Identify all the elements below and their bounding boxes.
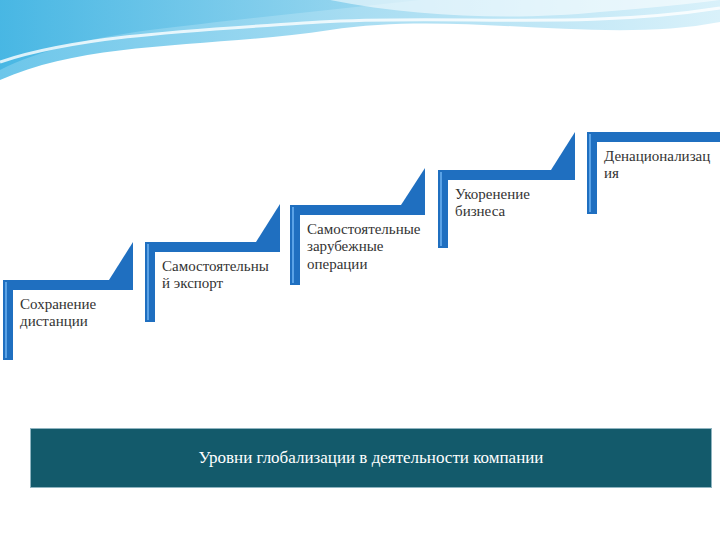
stair-step: Укоренение бизнеса — [438, 170, 575, 248]
stair-step: Самостоятельные зарубежные операции — [290, 205, 425, 285]
step-label: Самостоятельные зарубежные операции — [290, 205, 425, 277]
stair-step: Самостоятельный экспорт — [145, 242, 280, 322]
stair-step: Денационализация — [587, 132, 720, 214]
step-label: Денационализация — [587, 132, 720, 187]
step-label: Укоренение бизнеса — [438, 170, 575, 225]
header-waves — [0, 0, 720, 100]
title-band: Уровни глобализации в деятельности компа… — [30, 428, 712, 488]
diagram-title: Уровни глобализации в деятельности компа… — [191, 448, 552, 468]
step-label: Сохранение дистанции — [3, 280, 133, 335]
stair-step: Сохранение дистанции — [3, 280, 133, 360]
step-label: Самостоятельный экспорт — [145, 242, 280, 297]
